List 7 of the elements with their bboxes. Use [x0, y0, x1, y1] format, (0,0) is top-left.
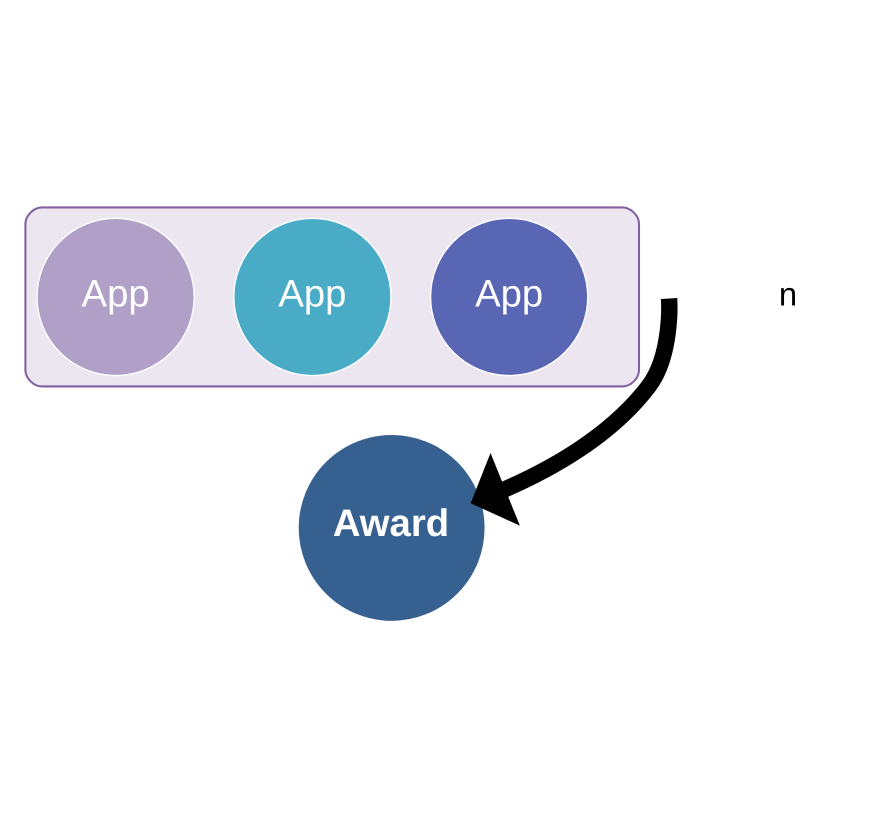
node-circle: App [36, 217, 194, 376]
label: n [778, 274, 797, 312]
node-circle: Award [296, 433, 486, 622]
arrow [470, 298, 677, 526]
cluster [24, 206, 640, 387]
node-circle: App [232, 217, 392, 376]
node-circle: App [429, 217, 588, 376]
